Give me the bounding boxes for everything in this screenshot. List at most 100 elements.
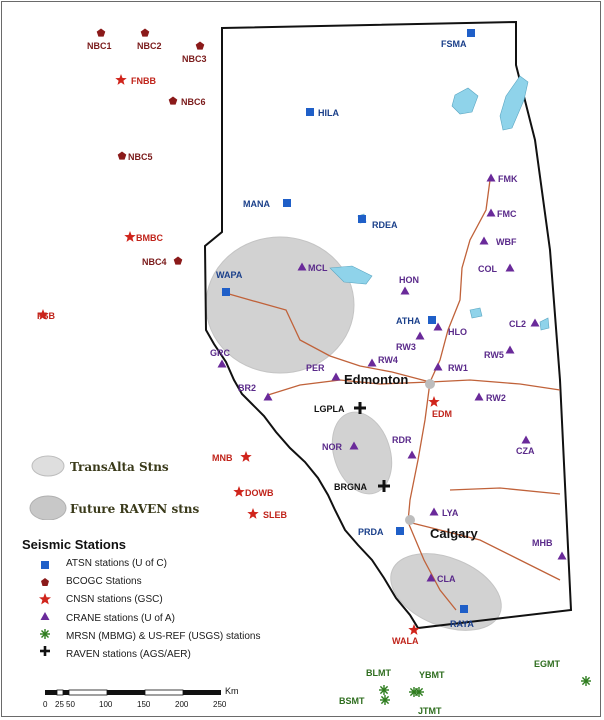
station-label-rw1: RW1 [448, 363, 468, 373]
station-marker-nor [349, 441, 359, 450]
station-label-mcl: MCL [308, 263, 328, 273]
future-raven-zone-south [390, 553, 502, 631]
station-label-fmc: FMC [497, 209, 517, 219]
scale-tick-250: 250 [213, 700, 227, 709]
legend-entry-atsn: ATSN stations (U of C) [66, 558, 167, 569]
star-icon [39, 593, 51, 605]
station-marker-sleb [247, 508, 259, 519]
highway-east-2 [449, 487, 561, 495]
pentagon-icon [41, 578, 49, 586]
station-marker-dowb [233, 486, 245, 497]
station-label-nbc2: NBC2 [137, 41, 162, 51]
legend-symbol-icons [39, 561, 51, 656]
station-label-prda: PRDA [358, 527, 384, 537]
station-label-mhb: MHB [532, 538, 553, 548]
lesser-slave-lake [329, 265, 373, 285]
station-label-mnb: MNB [212, 453, 233, 463]
station-marker-mana [283, 199, 291, 207]
station-label-cla: CLA [437, 574, 456, 584]
legend-entry-mrsn: MRSN (MBMG) & US-REF (USGS) stations [66, 631, 261, 642]
legend-entry-crane: CRANE stations (U of A) [66, 613, 175, 624]
station-marker-br2 [263, 392, 273, 401]
station-label-brgna: BRGNA [334, 482, 367, 492]
station-marker-hila [306, 108, 314, 116]
highway-south [407, 381, 431, 523]
legend-heading: Seismic Stations [22, 537, 127, 552]
station-label-atha: ATHA [396, 316, 421, 326]
station-marker-col [505, 263, 515, 272]
station-label-nbc1: NBC1 [87, 41, 112, 51]
station-label-fsma: FSMA [441, 39, 467, 49]
station-marker-nbc3 [195, 41, 205, 50]
station-label-lgpla: LGPLA [314, 404, 345, 414]
station-label-rw2: RW2 [486, 393, 506, 403]
station-label-cl2: CL2 [509, 319, 526, 329]
station-marker-fmk [486, 173, 496, 182]
station-label-rw3: RW3 [396, 342, 416, 352]
station-marker-fnbb [115, 74, 127, 85]
legend-entry-raven: RAVEN stations (AGS/AER) [66, 649, 191, 660]
station-marker-fmc [486, 208, 496, 217]
station-label-wbf: WBF [496, 237, 517, 247]
city-label-edmonton: Edmonton [344, 372, 408, 387]
station-marker-hon [400, 286, 410, 295]
station-label-dowb: DOWB [245, 488, 274, 498]
scale-tick-200: 200 [175, 700, 189, 709]
grey-ellipse-icon [29, 495, 67, 520]
station-label-sleb: SLEB [263, 510, 288, 520]
future-raven-zone-central [331, 411, 393, 495]
station-label-nor: NOR [322, 442, 343, 452]
station-marker-rdr [407, 450, 417, 459]
scale-tick-150: 150 [137, 700, 151, 709]
lake-east [539, 317, 550, 331]
station-marker-bsmt [380, 695, 390, 705]
station-label-nbc3: NBC3 [182, 54, 207, 64]
station-label-nbc6: NBC6 [181, 97, 206, 107]
lake-claire [451, 87, 479, 115]
scale-bar-graphic [45, 689, 221, 696]
lake-small-1 [469, 307, 483, 319]
station-marker-raya [460, 605, 468, 613]
station-marker-lgpla [354, 402, 366, 414]
station-label-egmt: EGMT [534, 659, 561, 669]
station-marker-nbc5 [117, 151, 127, 160]
station-label-fmk: FMK [498, 174, 518, 184]
scale-tick-0: 0 [43, 700, 48, 709]
scale-tick-100: 100 [99, 700, 113, 709]
highway-west [221, 291, 431, 383]
station-marker-fsb [37, 309, 49, 320]
highway-calgary-se [407, 521, 457, 611]
station-marker-grc [217, 359, 227, 368]
station-marker-rw2 [474, 392, 484, 401]
station-label-wapa: WAPA [216, 270, 243, 280]
station-marker-bmbc [124, 231, 136, 242]
station-marker-mcl [297, 262, 307, 271]
station-label-cza: CZA [516, 446, 535, 456]
station-label-hon: HON [399, 275, 419, 285]
station-label-rdr: RDR [392, 435, 412, 445]
station-marker-cza [521, 435, 531, 444]
markers-layer [37, 28, 591, 705]
legend-zone-icons [29, 455, 67, 520]
city-label-calgary: Calgary [430, 526, 478, 541]
station-label-raya: RAYA [450, 619, 474, 629]
station-marker-cl2 [530, 318, 540, 327]
alberta-boundary [203, 20, 573, 630]
station-marker-mnb [240, 451, 252, 462]
station-label-col: COL [478, 264, 498, 274]
station-label-bmbc: BMBC [136, 233, 163, 243]
station-label-fsb: FSB [37, 311, 56, 321]
station-marker-edm [428, 396, 440, 407]
scale-tick-50: 50 [66, 700, 75, 709]
station-marker-rdea [358, 215, 366, 223]
station-marker-brgna [378, 480, 390, 492]
station-marker-nbc4 [173, 256, 183, 265]
scale-tick-25: 25 [55, 700, 64, 709]
zones-layer [205, 236, 502, 631]
station-label-nbc5: NBC5 [128, 152, 153, 162]
station-marker-prda [396, 527, 404, 535]
